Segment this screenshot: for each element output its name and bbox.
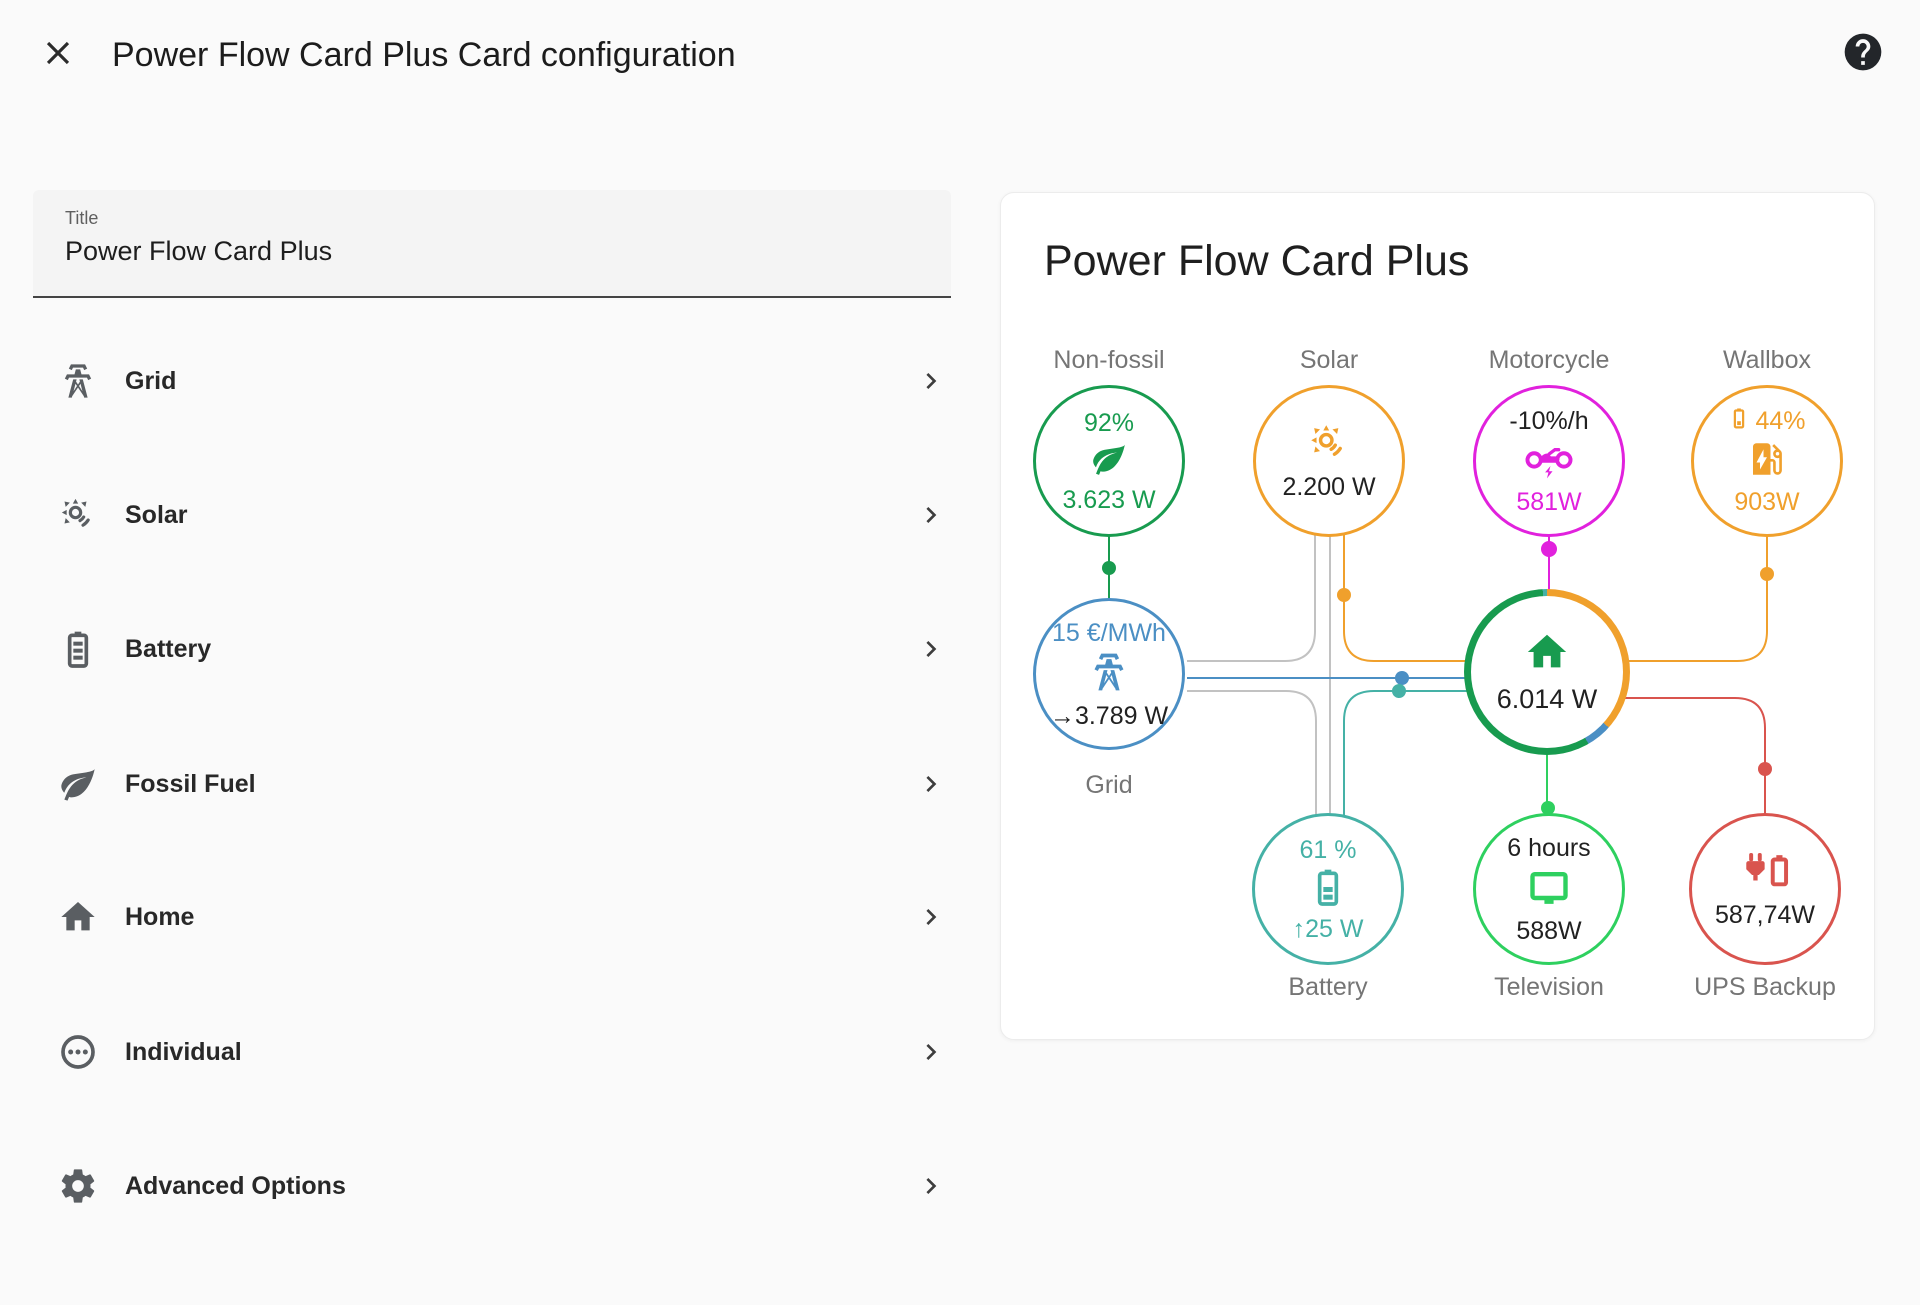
chevron-right-icon <box>915 768 947 800</box>
battery-state: 61 % <box>1299 835 1357 864</box>
section-label: Home <box>125 902 195 931</box>
section-label: Fossil Fuel <box>125 769 256 798</box>
battery-icon <box>1308 867 1348 912</box>
dialog-title: Power Flow Card Plus Card configuration <box>112 36 736 74</box>
section-label: Solar <box>125 500 188 529</box>
flow-dot-ups <box>1758 762 1772 776</box>
gear-icon <box>57 1165 99 1207</box>
wallbox-state: 44% <box>1755 406 1806 435</box>
chevron-right-icon <box>915 1036 947 1068</box>
flow-dot-nonfossil <box>1102 561 1116 575</box>
node-label-motorcycle: Motorcycle <box>1488 346 1610 374</box>
chevron-right-icon <box>915 365 947 397</box>
title-field-label: Title <box>65 208 99 228</box>
node-battery: 61 % ↑25 W <box>1252 813 1404 965</box>
battery-power: ↑25 W <box>1292 914 1364 943</box>
electric-motorcycle-icon <box>1523 438 1575 485</box>
flow-dot-grid <box>1395 671 1409 685</box>
card-preview: Power Flow Card Plus Non-fossil Solar Mo… <box>1000 192 1875 1040</box>
node-nonfossil: 92% 3.623 W <box>1033 385 1185 537</box>
flow-solar-grid <box>1187 529 1316 662</box>
section-label: Battery <box>125 634 212 663</box>
flow-dot-battery <box>1392 684 1406 698</box>
flow-dot-television <box>1541 801 1555 815</box>
flow-solar-home <box>1343 533 1473 662</box>
leaf-icon <box>1090 440 1128 483</box>
solar-power: 2.200 W <box>1282 473 1376 501</box>
section-label: Advanced Options <box>125 1171 346 1200</box>
battery-icon <box>57 628 99 670</box>
flow-home-ups <box>1625 697 1766 815</box>
node-motorcycle: -10%/h 581W <box>1473 385 1625 537</box>
section-row-solar[interactable]: Solar <box>33 479 951 551</box>
television-icon <box>1527 865 1571 914</box>
arrow-right-glyph: → <box>1049 701 1075 730</box>
node-label-television: Television <box>1494 973 1604 1001</box>
node-ups: 587,74W <box>1689 813 1841 965</box>
node-label-nonfossil: Non-fossil <box>1053 346 1165 374</box>
node-wallbox: 44% 903W <box>1691 385 1843 537</box>
preview-card-title: Power Flow Card Plus <box>1044 237 1470 285</box>
transmission-tower-icon <box>57 360 99 402</box>
flow-dot-motorcycle <box>1541 541 1557 557</box>
chevron-right-icon <box>915 499 947 531</box>
chevron-right-icon <box>915 901 947 933</box>
leaf-icon <box>57 763 99 805</box>
close-icon <box>39 41 77 75</box>
home-icon <box>57 896 99 938</box>
chevron-right-icon <box>915 633 947 665</box>
television-power: 588W <box>1516 916 1582 945</box>
home-power: 6.014 W <box>1496 684 1598 714</box>
nonfossil-power: 3.623 W <box>1062 485 1156 514</box>
ev-station-icon <box>1746 438 1788 485</box>
flow-home-wallbox <box>1627 533 1768 662</box>
wallbox-power: 903W <box>1734 487 1800 516</box>
chevron-right-icon <box>915 1170 947 1202</box>
nonfossil-state: 92% <box>1083 408 1135 437</box>
close-button[interactable] <box>36 32 80 76</box>
help-button[interactable] <box>1840 30 1886 76</box>
grid-state: 15 €/MWh <box>1052 618 1166 647</box>
section-row-advanced-options[interactable]: Advanced Options <box>33 1150 951 1222</box>
section-label: Individual <box>125 1037 242 1066</box>
node-label-grid: Grid <box>1085 771 1133 799</box>
flow-dot-solar <box>1337 588 1351 602</box>
flow-dot-wallbox <box>1760 567 1774 581</box>
grid-power: →3.789 W <box>1049 701 1169 730</box>
section-row-battery[interactable]: Battery <box>33 613 951 685</box>
node-label-ups: UPS Backup <box>1694 973 1836 1001</box>
sun-icon <box>57 494 99 536</box>
section-row-individual[interactable]: Individual <box>33 1016 951 1088</box>
flow-grid-battery <box>1187 690 1317 817</box>
node-label-battery: Battery <box>1288 973 1368 1001</box>
node-grid: 15 €/MWh →3.789 W <box>1033 598 1185 750</box>
motorcycle-state: -10%/h <box>1509 406 1589 435</box>
title-field[interactable]: Title <box>33 190 951 298</box>
node-label-solar: Solar <box>1299 346 1359 374</box>
power-flow-lines <box>1102 529 1774 817</box>
small-battery-icon <box>1728 407 1750 434</box>
help-icon <box>1841 33 1885 77</box>
section-row-home[interactable]: Home <box>33 881 951 953</box>
home-node-ring: 6.014 W <box>1464 589 1630 755</box>
transmission-tower-icon <box>1087 650 1131 699</box>
section-label: Grid <box>125 366 177 395</box>
node-television: 6 hours 588W <box>1473 813 1625 965</box>
motorcycle-power: 581W <box>1516 487 1582 516</box>
node-label-wallbox: Wallbox <box>1723 346 1811 374</box>
section-row-grid[interactable]: Grid <box>33 345 951 417</box>
sun-icon <box>1307 421 1351 470</box>
title-input[interactable] <box>65 236 905 267</box>
dots-circle-icon <box>57 1031 99 1073</box>
arrow-up-glyph: ↑ <box>1292 914 1306 943</box>
node-solar: 2.200 W <box>1253 385 1405 537</box>
ups-power: 587,74W <box>1714 901 1816 929</box>
power-plug-battery-icon <box>1738 849 1792 898</box>
home-icon <box>1524 629 1570 680</box>
node-home: 6.014 W <box>1471 596 1623 748</box>
television-state: 6 hours <box>1507 833 1591 862</box>
section-row-fossil-fuel[interactable]: Fossil Fuel <box>33 748 951 820</box>
flow-battery-home <box>1343 690 1473 817</box>
